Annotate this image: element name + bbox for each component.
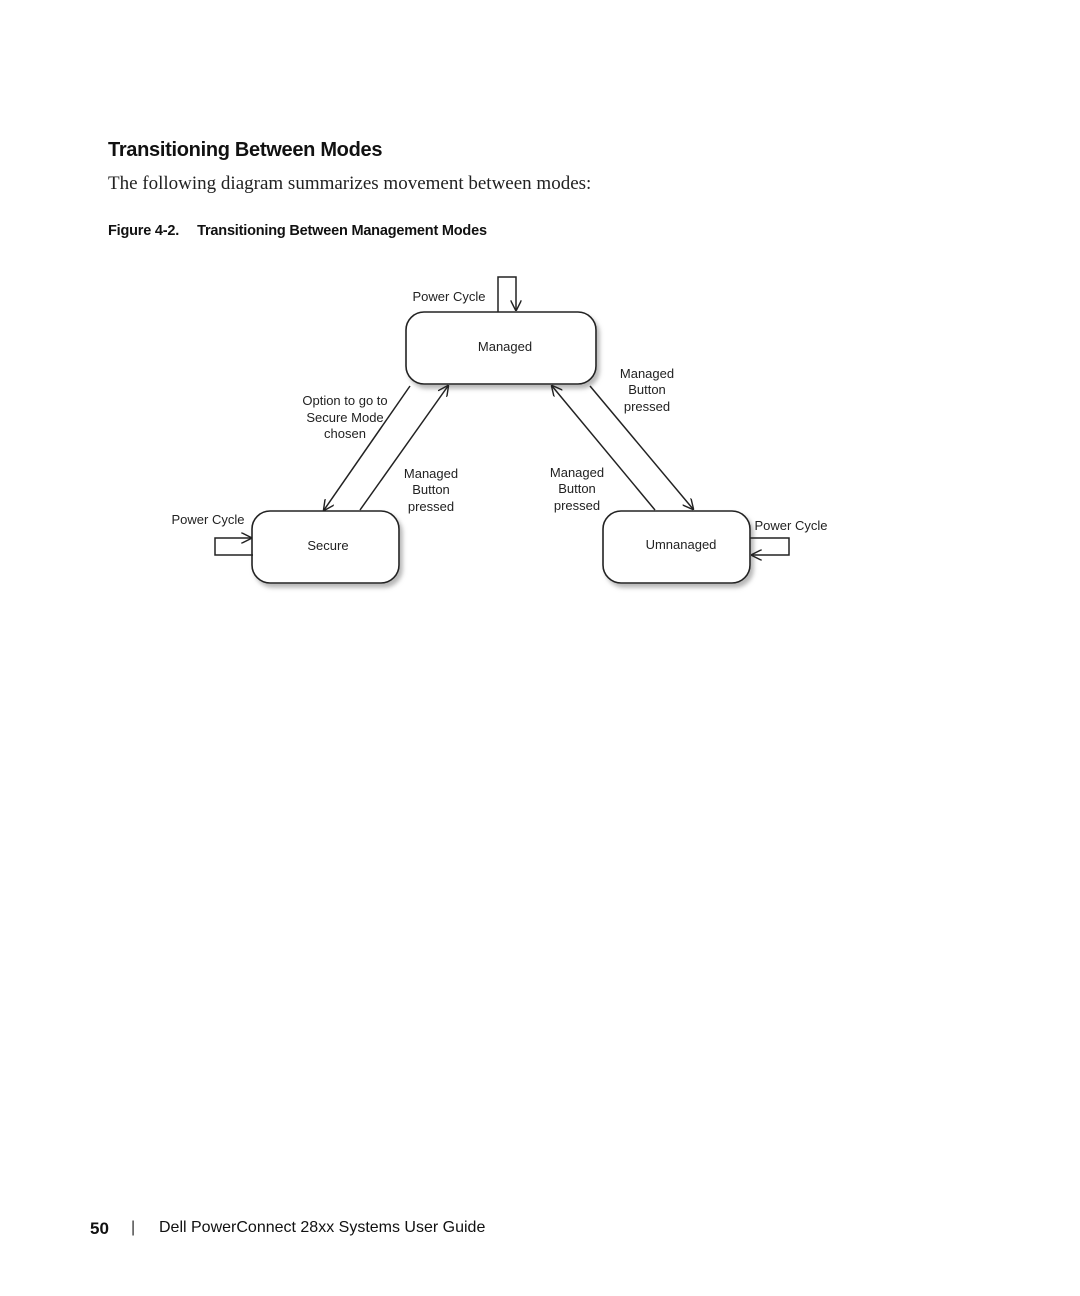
figure-caption: Figure 4-2. Transitioning Between Managem… xyxy=(108,223,487,239)
label-line: Managed xyxy=(620,366,674,381)
secure-to-managed-label: Managed Button pressed xyxy=(404,466,458,514)
figure-number: Figure 4-2. xyxy=(108,223,180,239)
state-unmanaged: Umnanaged xyxy=(602,510,751,584)
unmanaged-to-managed-label: Managed Button pressed xyxy=(550,465,604,513)
secure-option-label: Option to go to Secure Mode chosen xyxy=(302,393,387,441)
label-line: Managed xyxy=(550,465,604,480)
label-line: Managed xyxy=(404,466,458,481)
label-line: Button xyxy=(412,482,450,497)
state-unmanaged-label: Umnanaged xyxy=(646,537,717,552)
power-cycle-label-right: Power Cycle xyxy=(755,518,828,533)
managed-to-secure-arrow xyxy=(324,385,411,510)
power-cycle-label-left: Power Cycle xyxy=(172,512,245,527)
label-line: pressed xyxy=(408,499,454,514)
managed-to-unmanaged-label: Managed Button pressed xyxy=(620,366,674,414)
label-line: pressed xyxy=(554,498,600,513)
label-line: chosen xyxy=(324,426,366,441)
page-number: 50 xyxy=(90,1219,109,1238)
section-title: Transitioning Between Modes xyxy=(108,139,383,161)
label-line: pressed xyxy=(624,399,670,414)
label-line: Option to go to xyxy=(302,393,387,408)
state-secure-label: Secure xyxy=(307,538,348,553)
secure-to-managed-arrow xyxy=(359,386,448,511)
power-cycle-label-top: Power Cycle xyxy=(413,289,486,304)
figure-title: Transitioning Between Management Modes xyxy=(197,223,487,239)
state-secure: Secure xyxy=(251,510,400,584)
managed-to-unmanaged-arrow xyxy=(589,385,693,509)
mode-transition-diagram: Managed Secure Umnanaged Power Cycle Pow… xyxy=(172,276,828,584)
state-managed: Managed xyxy=(405,311,597,385)
unmanaged-to-managed-arrow xyxy=(552,386,656,511)
state-managed-label: Managed xyxy=(478,339,532,354)
label-line: Secure Mode xyxy=(306,410,383,425)
intro-paragraph: The following diagram summarizes movemen… xyxy=(108,173,592,194)
label-line: Button xyxy=(628,382,666,397)
self-loop-managed-arrow xyxy=(497,276,516,312)
self-loop-unmanaged-arrow xyxy=(750,537,790,555)
footer-separator: | xyxy=(131,1219,136,1236)
guide-title: Dell PowerConnect 28xx Systems User Guid… xyxy=(159,1219,486,1236)
self-loop-secure-arrow xyxy=(214,538,253,556)
label-line: Button xyxy=(558,481,596,496)
